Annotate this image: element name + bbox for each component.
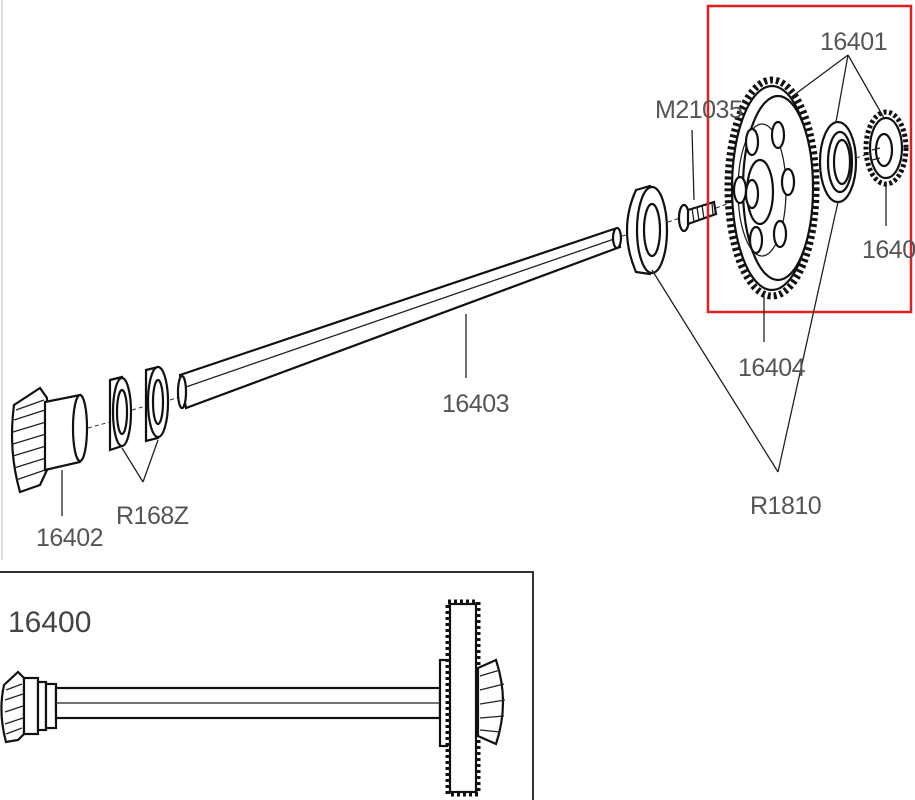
label-16400: 16400: [8, 606, 91, 639]
label-16404: 16404: [738, 354, 806, 382]
label-r168z: R168Z: [116, 502, 189, 530]
label-r1810: R1810: [750, 492, 821, 520]
spur-gear-16404: [724, 76, 820, 300]
bearing-r1810-b: [818, 120, 858, 204]
bearing-r1810-a: [625, 184, 669, 276]
leader-lines: [61, 54, 887, 516]
label-16402: 16402: [36, 524, 103, 552]
bearing-r168z-b: [144, 365, 170, 443]
label-16401: 16401: [820, 28, 887, 56]
assembly-inset-16400: 16400: [0, 571, 534, 800]
highlight-box: [706, 4, 913, 314]
label-16405: 16405: [862, 236, 915, 264]
pinion-gear-16405: [863, 109, 909, 187]
bearing-r168z-a: [108, 375, 133, 452]
label-16403: 16403: [442, 390, 509, 418]
screw-m21035: [677, 200, 718, 233]
bevel-pinion-gear-16402: [10, 386, 89, 494]
label-m21035: M21035: [655, 96, 742, 124]
main-shaft-16403: [176, 226, 623, 410]
